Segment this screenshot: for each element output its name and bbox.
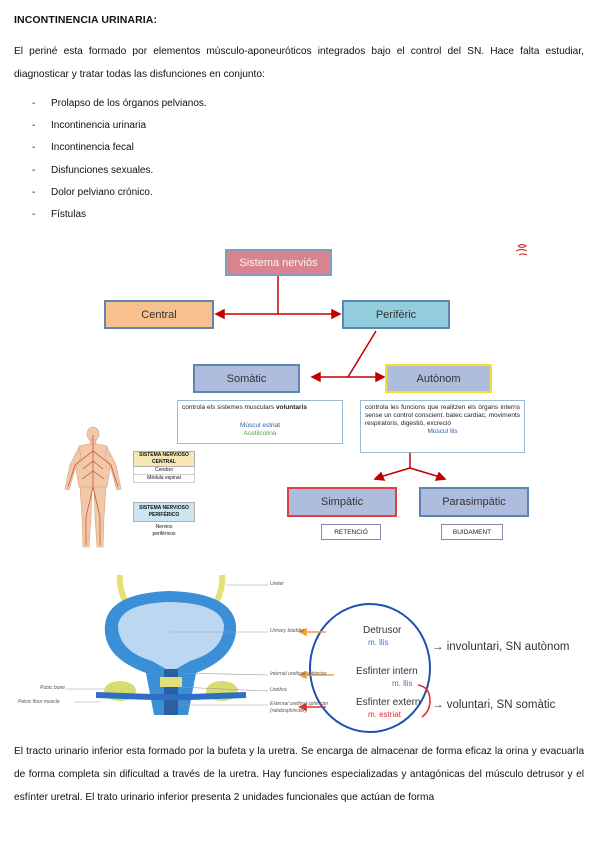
bladder-illustration	[66, 574, 431, 733]
arrowhead	[434, 471, 447, 481]
label-internal-sphincter: Internal urethral sphincter	[270, 671, 327, 677]
cns-legend: SISTEMA NERVIOSO CENTRAL Cerebro Médula …	[133, 451, 195, 483]
pns-item: Nervios	[155, 524, 173, 530]
node-parasimpatic: Parasimpàtic	[419, 487, 529, 517]
list-item: Disfunciones sexuales.	[32, 160, 207, 182]
label-pubic-bone: Pubic bone	[40, 685, 66, 691]
list-item: Dolor pelviano crónico.	[32, 182, 207, 204]
somatic-muscle: Múscul estriat	[239, 422, 281, 429]
label-rabdosphincter: (rabdosphincter)	[270, 708, 307, 714]
cns-title: SISTEMA NERVIOSO CENTRAL	[133, 451, 195, 467]
label-external-sphincter: External urethral sphincter	[270, 701, 329, 707]
autonom-muscle: Múscul llis	[427, 428, 458, 435]
somatic-desc-bold: voluntaris	[275, 404, 307, 411]
internal-sphincter	[160, 677, 182, 687]
label-detrusor: Detrusor	[363, 625, 402, 636]
intro-paragraph: El periné esta formado por elementos mús…	[14, 46, 584, 80]
label-internal: Esfinter intern	[356, 666, 418, 677]
label-pelvic-floor: Pelvic floor muscle	[18, 699, 60, 705]
autonom-description: controla les funcions que realitzen els …	[360, 400, 525, 453]
buidament-label: BUIDAMENT	[441, 524, 503, 540]
page-title: INCONTINENCIA URINARIA:	[14, 14, 158, 26]
bladder-lumen	[118, 602, 224, 669]
list-item: Incontinencia fecal	[32, 137, 207, 159]
cns-item: Cerebro	[133, 467, 195, 475]
scribble-icon	[515, 243, 528, 256]
bladder-figure: Ureter Urinary bladder Internal urethral…	[0, 565, 599, 735]
connector-line	[409, 467, 441, 478]
list-item: Fístulas	[32, 204, 207, 226]
human-body-icon	[64, 426, 122, 548]
pns-item: periféricos	[152, 531, 176, 537]
pns-title: SISTEMA NERVIOSO PERIFÉRICO	[133, 502, 195, 522]
node-simpatic: Simpàtic	[287, 487, 397, 517]
retencio-label: RETENCIÓ	[321, 524, 381, 540]
label-urinary-bladder: Urinary bladder	[270, 628, 305, 634]
highlight-circle	[309, 603, 431, 733]
pns-legend: SISTEMA NERVIOSO PERIFÉRICO Nervios peri…	[133, 502, 195, 538]
cns-item: Médula espinal	[133, 475, 195, 483]
connector-line	[347, 330, 377, 378]
label-detrusor-muscle: m. llis	[368, 638, 389, 647]
diagram-connectors	[214, 243, 528, 481]
connector-line	[379, 467, 411, 478]
disorder-list: Prolapso de los órganos pelvianos. Incon…	[32, 93, 207, 226]
pelvic-floor	[95, 692, 247, 700]
label-ureter: Ureter	[270, 581, 284, 587]
arrowhead	[214, 308, 225, 320]
label-internal-muscle: m. llis	[392, 679, 413, 688]
somatic-neurotransmitter: Acetilcolina	[243, 430, 277, 437]
list-item: Prolapso de los órganos pelvianos.	[32, 93, 207, 115]
node-sistema-nervios: Sistema nerviós	[225, 249, 332, 276]
node-central: Central	[104, 300, 214, 329]
node-somatic: Somàtic	[193, 364, 300, 393]
label-external: Esfinter extern	[356, 697, 421, 708]
urethra	[164, 669, 178, 715]
arrowhead	[310, 371, 321, 383]
label-external-muscle: m. estriat	[368, 710, 401, 719]
voluntary-note: → voluntari, SN somàtic	[432, 699, 556, 711]
list-item: Incontinencia urinaria	[32, 115, 207, 137]
arrowhead	[331, 308, 342, 320]
involuntary-note: → involuntari, SN autònom	[432, 641, 570, 653]
autonom-desc-text: controla les funcions que realitzen els …	[365, 404, 520, 427]
closing-paragraph: El tracto urinario inferior esta formado…	[14, 746, 584, 803]
body-nervous-figure: SISTEMA NERVIOSO CENTRAL Cerebro Médula …	[55, 425, 200, 550]
node-autonom: Autònom	[385, 364, 492, 393]
arrowhead	[375, 371, 386, 383]
bracket	[417, 684, 431, 718]
arrowhead	[373, 471, 386, 481]
somatic-desc-text: controla els sistemes musculars	[182, 404, 275, 411]
label-urethra: Urethra	[270, 687, 287, 693]
node-periferic: Perifèric	[342, 300, 450, 329]
somatic-description: controla els sistemes musculars voluntar…	[177, 400, 343, 444]
